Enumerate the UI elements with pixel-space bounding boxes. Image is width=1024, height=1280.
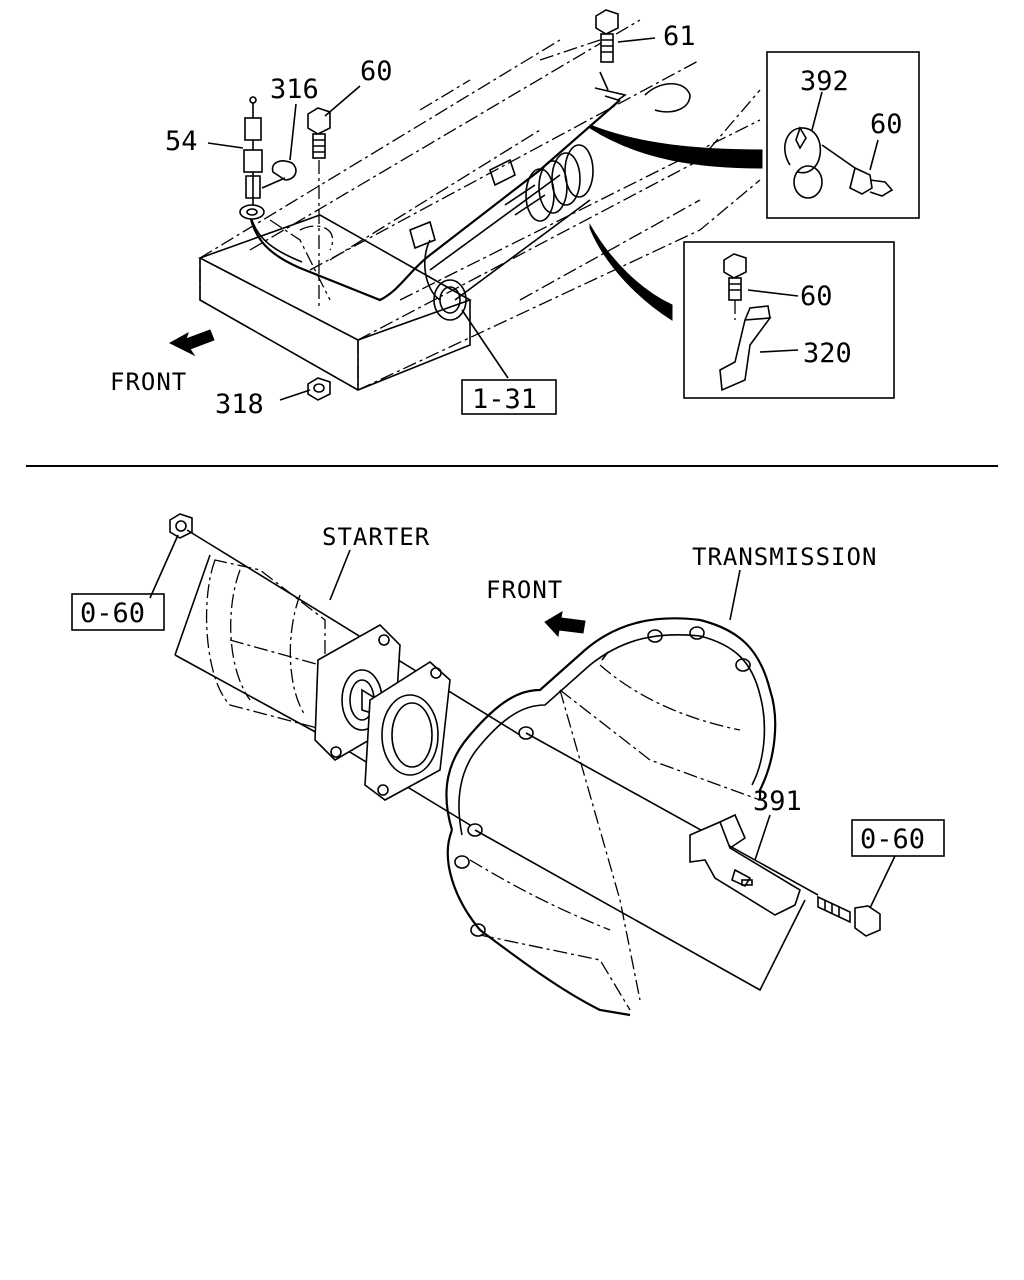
part-61-bolt [594, 9, 627, 101]
part-316-clip [261, 160, 297, 189]
callout-54: 54 [165, 126, 198, 157]
part-60-bolt-top [307, 107, 331, 310]
ref-1-31: 1-31 [472, 384, 537, 415]
ref-0-60-left: 0-60 [80, 598, 145, 629]
part-391-bracket [689, 813, 801, 916]
ref-box-0-60-left [71, 593, 165, 631]
callout-316: 316 [270, 74, 319, 105]
front-label-bottom: FRONT [486, 576, 563, 604]
top-assembly [168, 9, 763, 401]
callout-318: 318 [215, 389, 264, 420]
detail-box-bracket [683, 241, 895, 399]
ref-box-0-60-right [851, 819, 945, 857]
front-arrow-top [168, 329, 215, 357]
detail-box-clamp [766, 51, 920, 219]
ref-box-1-31 [461, 379, 557, 415]
front-label-top: FRONT [110, 368, 187, 396]
detail-callout-60-a: 60 [870, 109, 903, 140]
label-starter: STARTER [322, 523, 430, 551]
callout-60-top: 60 [360, 56, 393, 87]
label-transmission: TRANSMISSION [692, 543, 877, 571]
bolt-right [817, 895, 881, 937]
callout-391: 391 [753, 786, 802, 817]
detail-callout-320: 320 [803, 338, 852, 369]
callout-61: 61 [663, 21, 696, 52]
detail-callout-60-b: 60 [800, 281, 833, 312]
shift-boot [525, 144, 594, 222]
detail-callout-392: 392 [800, 66, 849, 97]
front-arrow-bottom [544, 611, 586, 638]
ref-0-60-right: 0-60 [860, 824, 925, 855]
bottom-assembly [149, 513, 896, 1017]
part-318-nut [307, 377, 331, 401]
part-54-rod [239, 96, 265, 220]
